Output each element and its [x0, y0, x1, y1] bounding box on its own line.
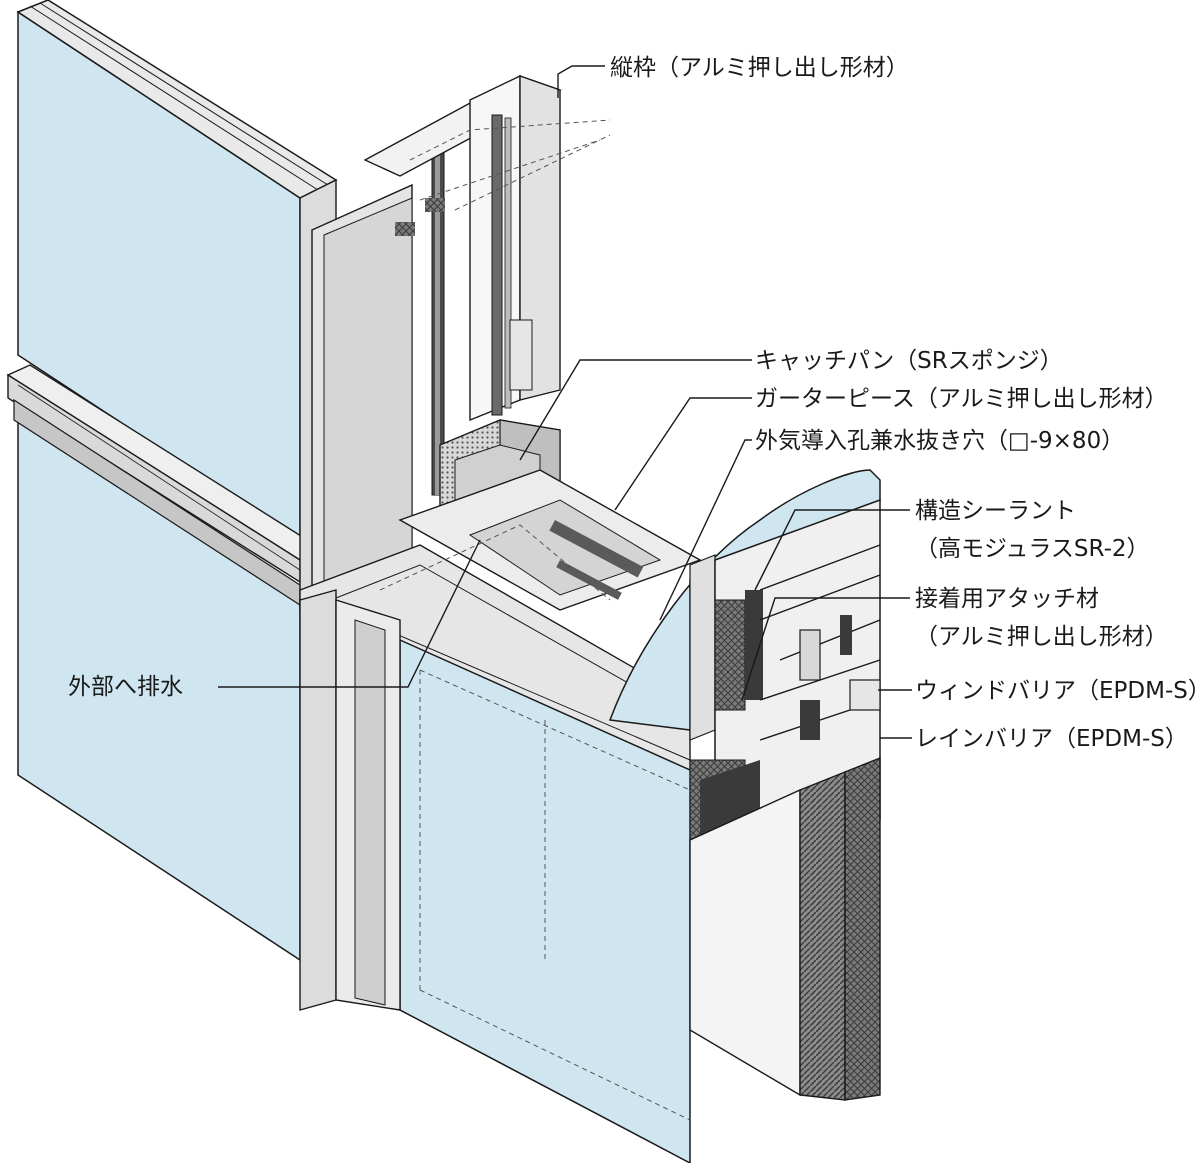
label-structural-sealant-detail: （高モジュラスSR-2）	[915, 536, 1150, 562]
label-rain-barrier: レインバリア（EPDM-S）	[915, 726, 1188, 752]
vertical-mullion	[299, 149, 445, 607]
leader-catch-pan	[519, 359, 752, 461]
leader-structural-sealant	[754, 509, 910, 591]
lower-right-glass-panel	[299, 589, 691, 1163]
leader-gutter-piece	[614, 397, 752, 511]
label-catch-pan: キャッチパン（SRスポンジ）	[755, 348, 1063, 374]
label-drain-outside: 外部へ排水	[68, 674, 183, 700]
leader-air-drain-hole	[659, 439, 752, 621]
leader-lines	[218, 65, 912, 739]
right-glass-cutaway	[608, 469, 881, 741]
leader-drain-outside	[218, 539, 481, 688]
label-gutter-piece: ガーターピース（アルミ押し出し形材）	[755, 386, 1168, 412]
label-structural-sealant: 構造シーラント	[915, 498, 1076, 524]
horizontal-sill	[299, 469, 702, 782]
label-wind-barrier: ウィンドバリア（EPDM-S）	[915, 678, 1200, 704]
leader-vertical-frame	[557, 65, 605, 98]
leader-attachment	[741, 597, 910, 701]
label-attachment: 接着用アタッチ材	[915, 586, 1099, 612]
vertical-frame-box	[363, 74, 611, 422]
label-air-drain-hole: 外気導入孔兼水抜き穴（□-9×80）	[755, 428, 1125, 454]
back-panel	[689, 756, 881, 1101]
upper-left-glass-panel	[16, 0, 338, 542]
label-attachment-detail: （アルミ押し出し形材）	[915, 624, 1168, 650]
label-vertical-frame: 縦枠（アルミ押し出し形材）	[610, 55, 909, 81]
